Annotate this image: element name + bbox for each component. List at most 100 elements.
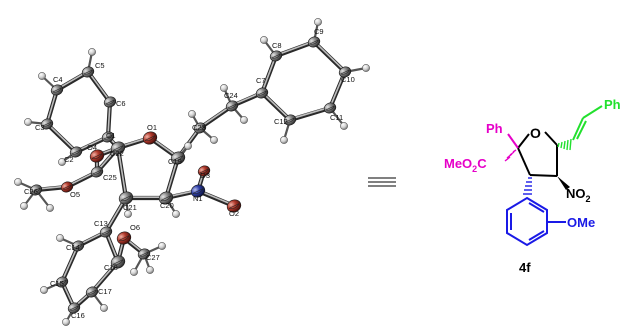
ortep-atom-c15 [55,276,69,288]
ortep-atom-c16 [67,302,81,314]
ortep-hydrogen-atom [38,72,46,80]
ortep-atom-labels: C1C2C3C4C5C6C22O4C25O5C26O1C19O3N1O2C20C… [24,27,355,320]
ortep-hydrogen-atom [88,48,96,56]
phenyl-bond [507,133,519,149]
ortep-label-o1: O1 [147,123,157,132]
ph-top-label: Ph [486,121,503,136]
ortep-label-c19: C19 [168,157,182,166]
ortep-hydrogen-atom [56,234,64,242]
ortep-atom-c11 [323,102,337,114]
hashed-aryl-bond [523,177,532,195]
nitro-label: NO2 [566,186,591,204]
ortep-atom-c17 [85,286,99,298]
tetrahydrofuran-ring [517,131,558,177]
ortep-atom-o5 [60,181,74,193]
ortep-label-c13: C13 [94,219,108,228]
ortep-label-o5: O5 [70,190,80,199]
ortep-hydrogen-atom [362,64,370,72]
ortep-heavy-atoms [29,36,352,314]
ortep-hydrogen-atom [40,286,48,294]
ortep-label-c21: C21 [123,203,137,212]
ph-vinyl-label: Ph [604,97,621,112]
ortep-hydrogen-atom [314,18,322,26]
ortep-label-c23: C23 [192,123,206,132]
ortep-atom-c14 [71,240,85,252]
ortep-hydrogen-atom [58,158,66,166]
ortep-label-c14: C14 [66,243,80,252]
ortep-atom-o2 [226,199,242,213]
ortep-label-c12: C12 [274,117,288,126]
ortep-atom-o1 [142,131,158,145]
hashed-ester-bond [504,149,517,162]
ortep-hydrogen-atom [100,304,108,312]
ortep-atom-c26 [29,184,43,196]
ortep-label-o2: O2 [229,209,239,218]
ortep-hydrogen-atom [340,122,348,130]
ortep-label-c8: C8 [272,41,282,50]
ester-label: MeO2C [444,156,487,174]
ortep-hydrogen-atom [24,118,32,126]
ortep-atom-c23 [193,122,207,134]
ortep-label-c24: C24 [224,91,238,100]
ortep-atom-c24 [225,100,239,112]
ortep-atom-c8 [269,50,283,62]
ortep-label-c6: C6 [116,99,126,108]
anisole-ring [506,196,566,247]
equiv-lines [368,177,396,187]
ortep-hydrogen-atom [46,204,54,212]
ortep-label-c7: C7 [256,76,266,85]
ortep-atom-c7 [255,87,269,99]
ester-carbon: C [477,156,487,171]
ortep-label-n1: N1 [193,194,203,203]
ortep-hydrogen-atom [62,318,70,326]
ortep-atom-c2 [69,146,83,158]
ortep-hydrogen-atom [130,268,138,276]
ortep-bond-highlight-C9-C10 [313,40,346,72]
hashed-vinyl-bond [557,138,572,151]
ortep-hydrogen-atom [210,136,218,144]
ester-subscript: 2 [472,164,477,174]
ortep-hydrogen-atom [260,36,268,44]
ortep-atom-c20 [158,191,174,205]
ortep-atom-c19 [170,151,186,165]
ome-label: OMe [567,215,595,230]
ortep-atom-c10 [338,66,352,78]
ortep-label-c11: C11 [330,113,343,122]
ortep-atom-o3 [197,165,211,177]
ortep-bond-highlight-C22-C21 [117,146,127,198]
ring-oxygen-label: O [530,125,541,141]
ortep-label-o3: O3 [200,171,210,180]
ortep-bond-highlight-C12-C7 [261,91,291,120]
ortep-atom-c12 [283,114,297,126]
ortep-label-c25: C25 [103,173,117,182]
ortep-bond-highlight-C5-C6 [87,70,111,102]
styryl-group [572,105,603,141]
ortep-label-c5: C5 [95,61,105,70]
ortep-label-c27: C27 [146,253,160,262]
ortep-atom-c9 [307,36,321,48]
ortep-bond-highlight-C2-C3 [46,122,77,152]
ortep-bond-highlight-C7-C8 [261,54,277,93]
ortep-label-c9: C9 [314,27,324,36]
ortep-label-c15: C15 [50,279,64,288]
ortep-atom-c25 [90,166,104,178]
ortep-hydrogen-atom [220,84,228,92]
ortep-hydrogen-atom [240,116,248,124]
ortep-atom-c21 [118,191,134,205]
ortep-atom-o4 [89,149,105,163]
ortep-atom-c22 [110,141,126,155]
ortep-label-c22: C22 [110,149,124,158]
ortep-label-c18: C18 [104,263,118,272]
ortep-label-o4: O4 [87,143,97,152]
ortep-atom-c27 [137,248,151,260]
ortep-atom-n1 [190,184,206,198]
ortep-hydrogen-atom [158,242,166,250]
ortep-label-c20: C20 [160,201,174,210]
ortep-hydrogen-atom [172,210,180,218]
ortep-hydrogen-atom [146,266,154,274]
ortep-hydrogen-atoms [14,18,370,326]
ortep-label-c4: C4 [53,75,63,84]
